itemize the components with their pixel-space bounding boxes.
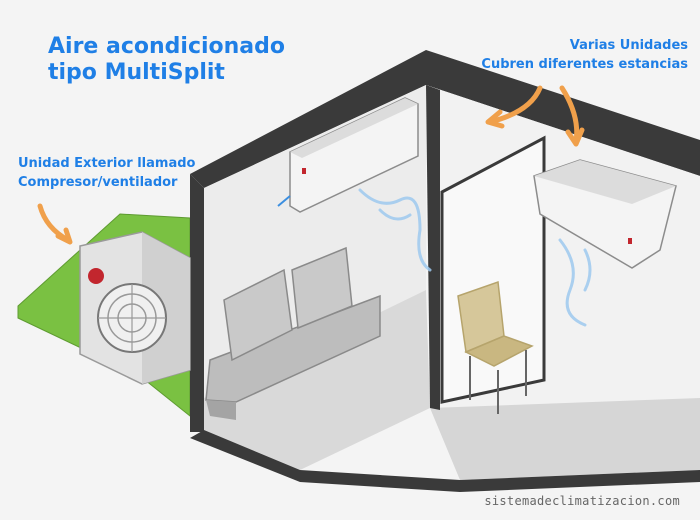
brand-logo-icon <box>88 268 104 284</box>
outdoor-unit-label: Unidad Exterior llamado Compresor/ventil… <box>18 154 195 192</box>
footer-website: sistemadeclimatizacion.com <box>484 494 680 508</box>
partition-wall <box>426 85 440 410</box>
page-title: Aire acondicionado tipo MultiSplit <box>48 34 285 86</box>
building-wall-top <box>190 50 700 188</box>
sofa <box>205 246 381 420</box>
outdoor-label-line-1: Unidad Exterior llamado <box>18 156 196 171</box>
outdoor-label-line-2: Compresor/ventilador <box>18 175 178 190</box>
arrow-icon-units-left <box>485 85 543 129</box>
indoor-unit-1 <box>277 97 419 213</box>
indoor-unit-2 <box>533 159 677 269</box>
building-base-edge <box>190 430 700 492</box>
building-wall-left <box>190 174 204 432</box>
indoor-units-label: Varias Unidades Cubren diferentes estanc… <box>481 36 688 74</box>
title-line-1: Aire acondicionado <box>48 34 286 59</box>
arrow-icon-units-right <box>559 85 585 147</box>
units-label-line-1: Varias Unidades <box>569 38 688 53</box>
room2-floor <box>430 398 700 480</box>
title-line-2: tipo MultiSplit <box>48 60 225 85</box>
chair <box>457 280 534 414</box>
outdoor-unit <box>79 231 191 385</box>
airflow-swirls <box>358 188 592 327</box>
arrow-icon-outdoor <box>37 203 73 245</box>
units-label-line-2: Cubren diferentes estancias <box>481 57 688 72</box>
